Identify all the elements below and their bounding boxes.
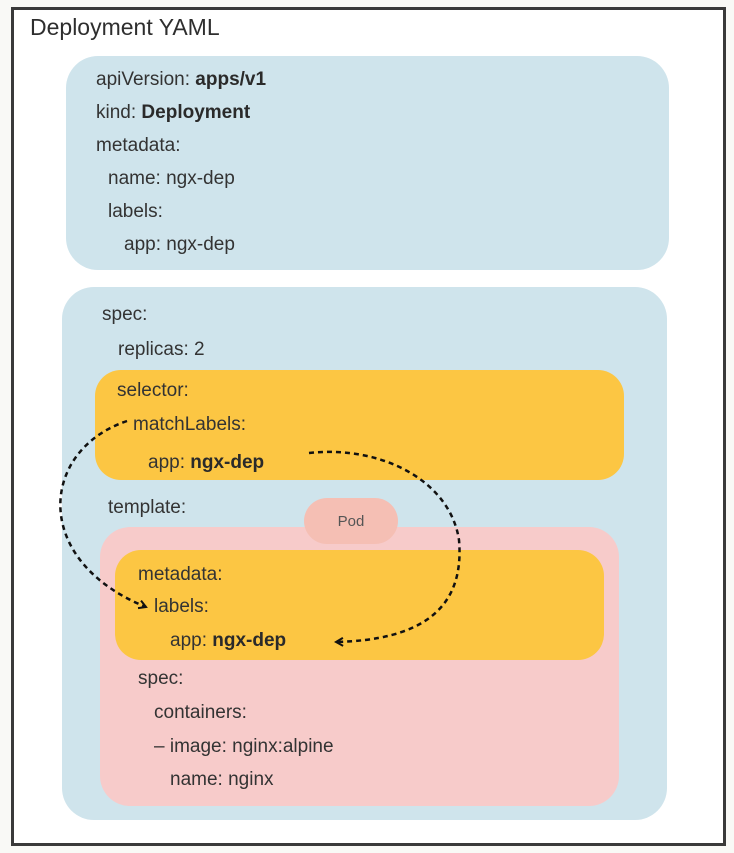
yaml-line-pod-app: app: ngx-dep (170, 630, 287, 651)
yaml-line-selector: selector: (117, 380, 189, 401)
diagram-title: Deployment YAML (30, 14, 220, 40)
yaml-line-metadata: metadata: (96, 135, 181, 156)
yaml-line-pod-spec: spec: (138, 668, 184, 689)
yaml-line-containers: containers: (154, 702, 247, 723)
yaml-line-template: template: (108, 497, 187, 518)
yaml-line-kind: kind: Deployment (96, 102, 251, 123)
yaml-line-selector-app: app: ngx-dep (148, 452, 265, 473)
yaml-line-apiversion: apiVersion: apps/v1 (96, 69, 267, 90)
yaml-line-app: app: ngx-dep (124, 234, 235, 255)
pod-badge: Pod (304, 498, 398, 544)
connector-selector-app-to-pod-app (308, 450, 461, 642)
selector-block (95, 370, 624, 480)
yaml-line-pod-labels: labels: (154, 596, 209, 617)
yaml-line-pod-metadata: metadata: (138, 564, 223, 585)
header-block (66, 56, 669, 270)
yaml-line-image: – image: nginx:alpine (154, 736, 334, 757)
yaml-line-name: name: ngx-dep (108, 168, 235, 189)
connector-matchlabels-to-labels (59, 419, 146, 607)
yaml-line-labels: labels: (108, 201, 163, 222)
yaml-line-spec: spec: (102, 304, 148, 325)
yaml-line-container-name: name: nginx (170, 769, 274, 790)
yaml-line-replicas: replicas: 2 (118, 339, 205, 360)
yaml-line-matchlabels: matchLabels: (133, 414, 247, 435)
